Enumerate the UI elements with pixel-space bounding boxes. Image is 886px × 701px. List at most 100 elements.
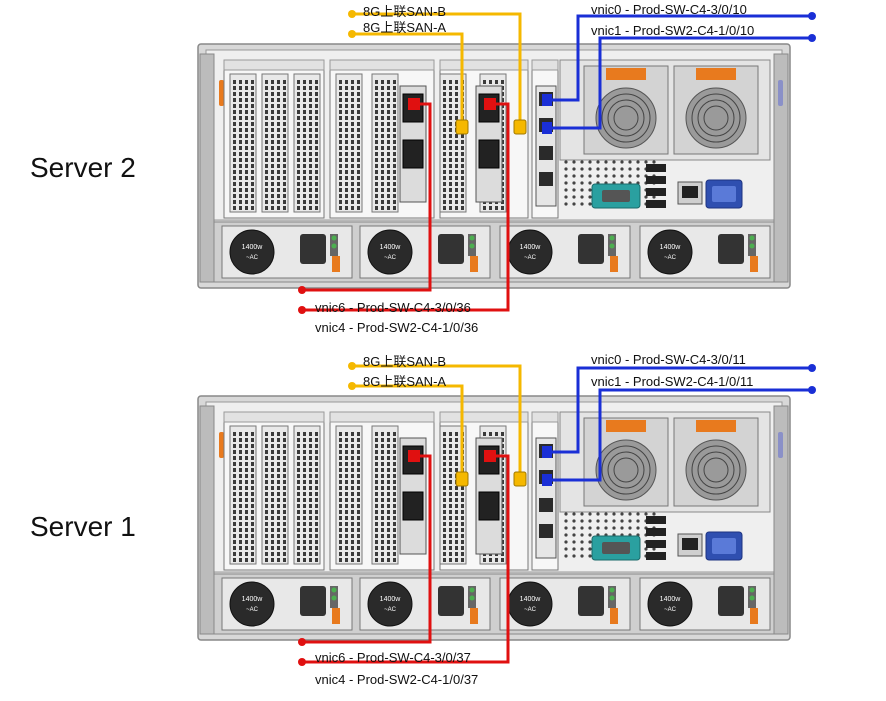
- vent-dot: [612, 526, 616, 530]
- vent-hole: [303, 152, 306, 156]
- fan-ring: [691, 93, 741, 143]
- vent-dot: [572, 167, 576, 171]
- vent-hole: [381, 86, 384, 90]
- vent-hole: [297, 516, 300, 520]
- vent-hole: [283, 206, 286, 210]
- vent-hole: [455, 200, 458, 204]
- vent-hole: [265, 176, 268, 180]
- vent-hole: [265, 486, 268, 490]
- vent-dot: [572, 547, 576, 551]
- vent-hole: [495, 558, 498, 562]
- vent-hole: [461, 510, 464, 514]
- vent-hole: [271, 558, 274, 562]
- vnic0-endpoint: [808, 364, 816, 372]
- vent-hole: [309, 474, 312, 478]
- vent-hole: [245, 122, 248, 126]
- vent-hole: [381, 516, 384, 520]
- vent-dot: [612, 512, 616, 516]
- vent-hole: [455, 504, 458, 508]
- vent-hole: [245, 158, 248, 162]
- vent-hole: [339, 552, 342, 556]
- vent-hole: [265, 164, 268, 168]
- vent-hole: [501, 206, 504, 210]
- vent-hole: [233, 522, 236, 526]
- vent-hole: [251, 110, 254, 114]
- vent-hole: [357, 146, 360, 150]
- vent-hole: [251, 194, 254, 198]
- vent-hole: [265, 546, 268, 550]
- vent-hole: [309, 176, 312, 180]
- vent-hole: [387, 510, 390, 514]
- vent-hole: [357, 456, 360, 460]
- vent-hole: [271, 128, 274, 132]
- vent-hole: [233, 104, 236, 108]
- vent-dot: [564, 533, 568, 537]
- vent-hole: [387, 498, 390, 502]
- vent-hole: [239, 98, 242, 102]
- vent-hole: [309, 498, 312, 502]
- vent-dot: [580, 554, 584, 558]
- vent-hole: [393, 522, 396, 526]
- vent-hole: [239, 122, 242, 126]
- psu-latch: [610, 256, 618, 272]
- vent-hole: [345, 188, 348, 192]
- vent-hole: [233, 206, 236, 210]
- vent-hole: [339, 86, 342, 90]
- vent-hole: [461, 146, 464, 150]
- vent-hole: [393, 122, 396, 126]
- vent-hole: [345, 504, 348, 508]
- vent-hole: [315, 170, 318, 174]
- vent-hole: [339, 492, 342, 496]
- vent-hole: [387, 432, 390, 436]
- vent-hole: [455, 80, 458, 84]
- vent-hole: [283, 474, 286, 478]
- vent-dot: [580, 512, 584, 516]
- psu-led: [469, 595, 475, 601]
- vent-hole: [375, 438, 378, 442]
- vent-hole: [345, 176, 348, 180]
- vent-hole: [315, 86, 318, 90]
- vent-hole: [483, 80, 486, 84]
- vent-hole: [233, 170, 236, 174]
- vent-hole: [265, 438, 268, 442]
- usb-port: [646, 176, 666, 184]
- vent-hole: [387, 540, 390, 544]
- vent-hole: [461, 194, 464, 198]
- vent-dot: [564, 526, 568, 530]
- vent-hole: [283, 164, 286, 168]
- vent-hole: [357, 492, 360, 496]
- vent-hole: [455, 558, 458, 562]
- vent-hole: [455, 116, 458, 120]
- vent-hole: [443, 540, 446, 544]
- vent-dot: [588, 160, 592, 164]
- vent-hole: [393, 510, 396, 514]
- vent-hole: [239, 164, 242, 168]
- mgmt-port-jack: [682, 538, 698, 550]
- vent-hole: [283, 122, 286, 126]
- serial-connector: [602, 190, 630, 202]
- vent-hole: [351, 86, 354, 90]
- vent-hole: [251, 486, 254, 490]
- vent-hole: [303, 492, 306, 496]
- vent-hole: [387, 492, 390, 496]
- vent-hole: [251, 516, 254, 520]
- vent-hole: [265, 188, 268, 192]
- vent-hole: [233, 80, 236, 84]
- vent-hole: [345, 444, 348, 448]
- vent-hole: [455, 170, 458, 174]
- psu-led: [331, 595, 337, 601]
- vent-dot: [588, 512, 592, 516]
- left-release-tab: [219, 80, 224, 106]
- vent-hole: [449, 86, 452, 90]
- psu-led: [749, 243, 755, 249]
- vnic4-endpoint: [298, 306, 306, 314]
- server-2-vnic1-label: vnic1 - Prod-SW2-C4-1/0/10: [591, 23, 755, 38]
- vent-hole: [251, 164, 254, 168]
- vent-hole: [271, 152, 274, 156]
- server-2-title: Server 2: [30, 152, 136, 183]
- vent-hole: [393, 188, 396, 192]
- vent-hole: [351, 158, 354, 162]
- vent-hole: [461, 486, 464, 490]
- vent-hole: [375, 510, 378, 514]
- vent-hole: [297, 152, 300, 156]
